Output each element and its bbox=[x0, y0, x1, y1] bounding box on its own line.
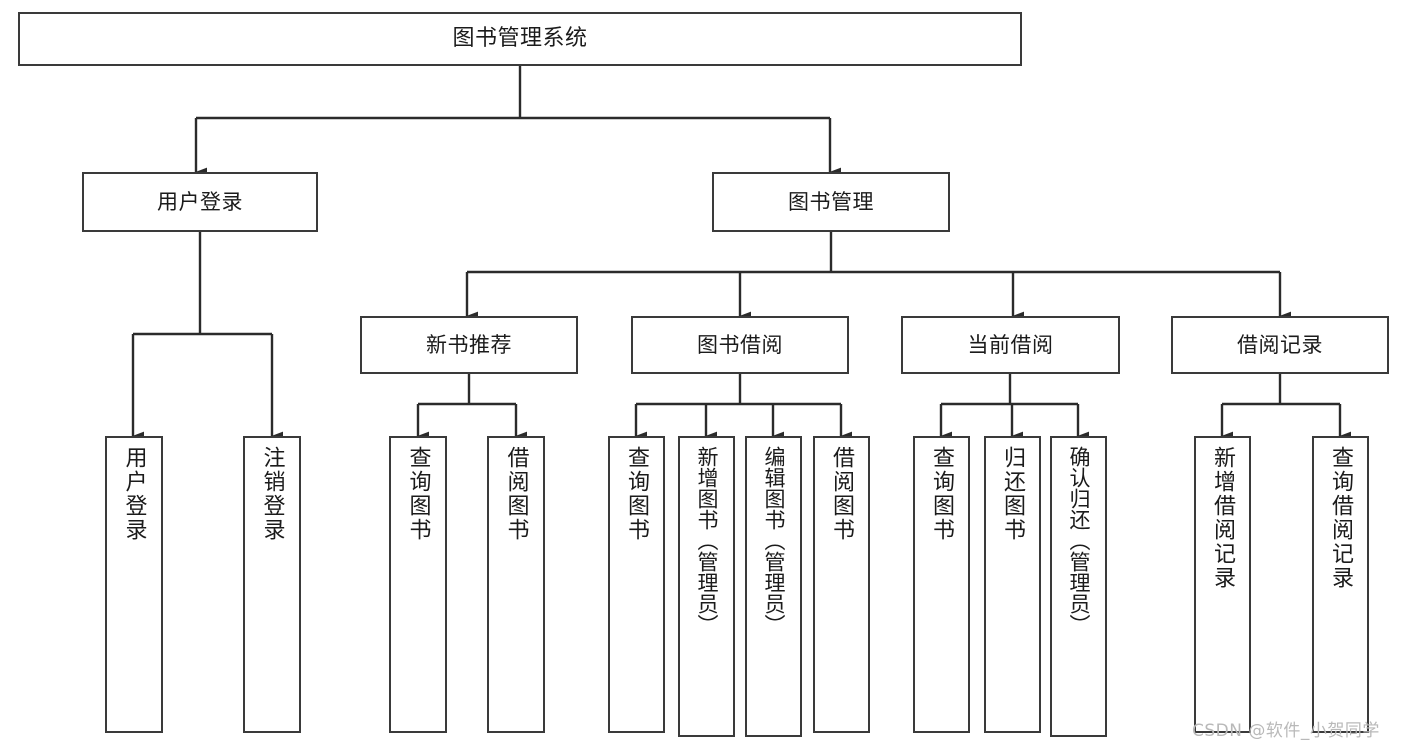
node-b_query: 查询图书 bbox=[608, 436, 665, 733]
node-label: 查询图书 bbox=[624, 446, 650, 542]
node-label: 用户登录 bbox=[157, 189, 243, 214]
node-label: 归还图书 bbox=[1000, 446, 1026, 542]
node-label: 用户登录 bbox=[121, 446, 147, 542]
node-label: 新书推荐 bbox=[426, 332, 512, 357]
node-label: 图书借阅 bbox=[697, 332, 783, 357]
node-label: 新增借阅记录 bbox=[1210, 446, 1236, 590]
node-label: 图书管理系统 bbox=[452, 26, 588, 52]
node-label: 借阅图书 bbox=[503, 446, 529, 542]
node-l_login: 用户登录 bbox=[105, 436, 163, 733]
node-c_confirm: 确认归还（管理员） bbox=[1050, 436, 1107, 737]
node-label: 新增图书（管理员） bbox=[695, 446, 719, 635]
node-b_add: 新增图书（管理员） bbox=[678, 436, 735, 737]
node-b_edit: 编辑图书（管理员） bbox=[745, 436, 802, 737]
node-current: 当前借阅 bbox=[901, 316, 1120, 374]
node-root: 图书管理系统 bbox=[18, 12, 1022, 66]
node-label: 查询借阅记录 bbox=[1328, 446, 1354, 590]
edge-paths bbox=[131, 66, 1351, 441]
node-r_query: 查询借阅记录 bbox=[1312, 436, 1369, 733]
node-c_return: 归还图书 bbox=[984, 436, 1041, 733]
watermark-label: CSDN @软件_小贺同学 bbox=[1192, 721, 1380, 741]
node-borrow: 图书借阅 bbox=[631, 316, 849, 374]
node-label: 图书管理 bbox=[788, 189, 874, 214]
node-b_lend: 借阅图书 bbox=[813, 436, 870, 733]
node-label: 查询图书 bbox=[405, 446, 431, 542]
node-c_query: 查询图书 bbox=[913, 436, 970, 733]
node-n_borrow: 借阅图书 bbox=[487, 436, 545, 733]
node-l_logout: 注销登录 bbox=[243, 436, 301, 733]
node-records: 借阅记录 bbox=[1171, 316, 1389, 374]
node-label: 确认归还（管理员） bbox=[1067, 446, 1091, 635]
node-n_query: 查询图书 bbox=[389, 436, 447, 733]
node-bookmgr: 图书管理 bbox=[712, 172, 950, 232]
node-label: 编辑图书（管理员） bbox=[762, 446, 786, 635]
node-label: 借阅记录 bbox=[1237, 332, 1323, 357]
node-login: 用户登录 bbox=[82, 172, 318, 232]
node-r_add: 新增借阅记录 bbox=[1194, 436, 1251, 733]
node-label: 借阅图书 bbox=[829, 446, 855, 542]
node-label: 查询图书 bbox=[929, 446, 955, 542]
node-label: 注销登录 bbox=[259, 446, 285, 542]
node-newbook: 新书推荐 bbox=[360, 316, 578, 374]
node-label: 当前借阅 bbox=[967, 332, 1054, 357]
